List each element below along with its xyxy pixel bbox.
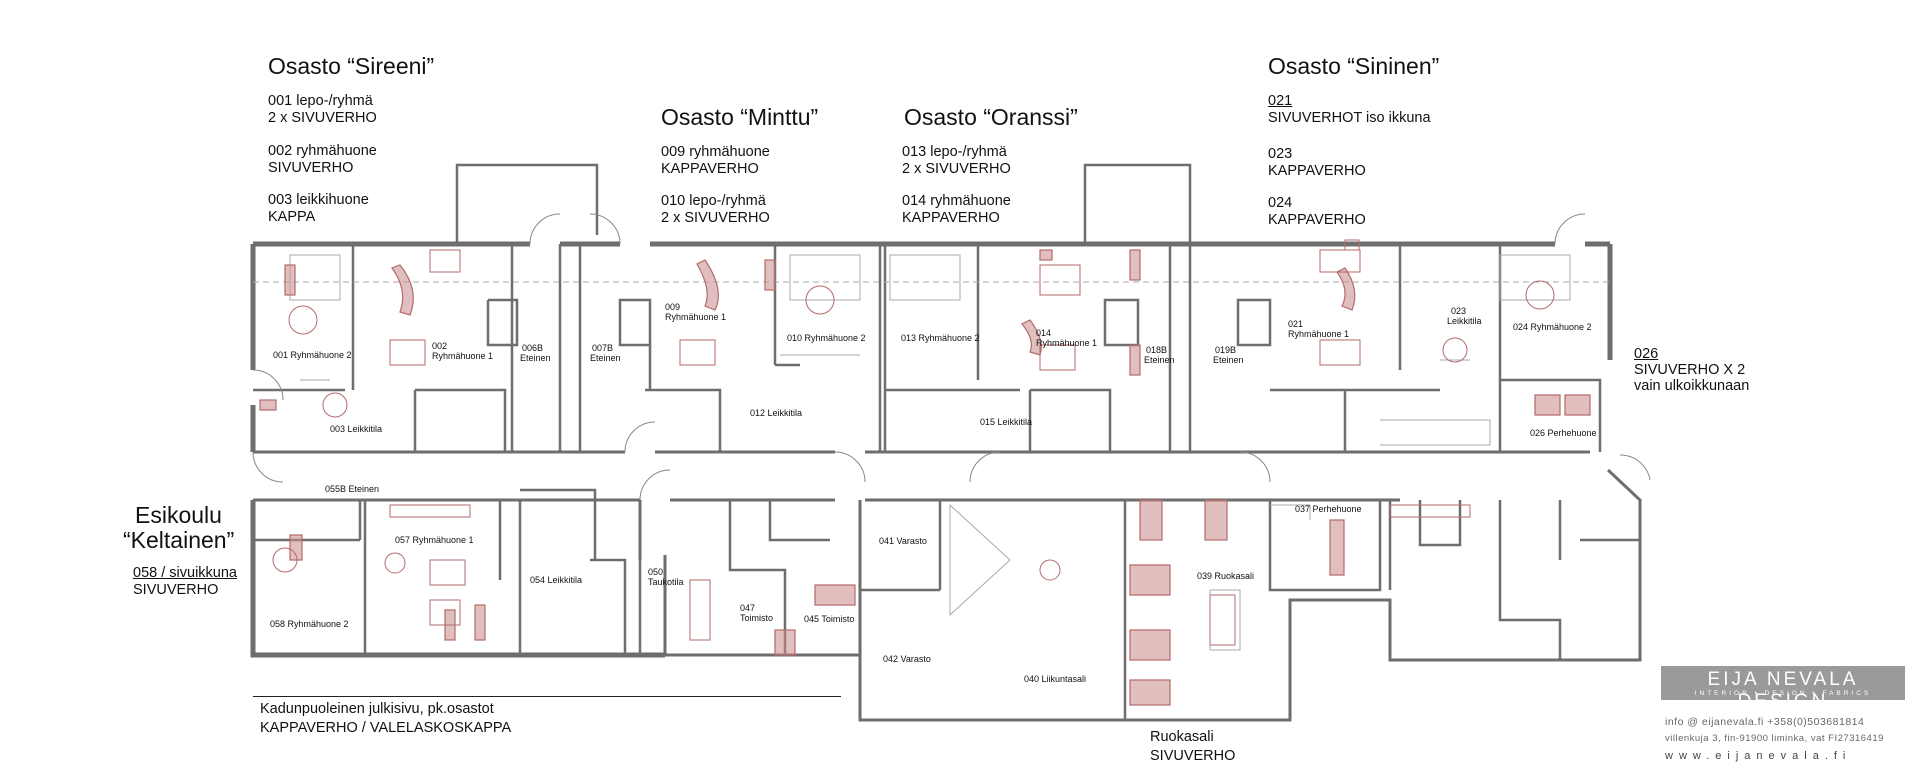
note-026-detail: vain ulkoikkunaan — [1634, 378, 1750, 394]
note-023-curtain: KAPPAVERHO — [1268, 163, 1366, 179]
note-009-room: 009 ryhmähuone — [661, 144, 770, 160]
room-045: 045 Toimisto — [804, 614, 855, 624]
brand-website: www.eijanevala.fi — [1665, 750, 1852, 762]
title-oranssi: Osasto “Oranssi” — [904, 104, 1078, 130]
room-047-name: Toimisto — [740, 613, 774, 623]
walls — [250, 163, 1642, 722]
room-037: 037 Perhehuone — [1295, 504, 1362, 514]
note-002-room: 002 ryhmähuone — [268, 143, 377, 159]
room-014-name: Ryhmähuone 1 — [1036, 338, 1098, 348]
room-014-num: 014 — [1036, 328, 1052, 338]
room-013: 013 Ryhmähuone 2 — [901, 333, 980, 343]
note-001-curtain: 2 x SIVUVERHO — [268, 110, 377, 126]
room-006b-name: Eteinen — [520, 353, 551, 363]
room-042: 042 Varasto — [883, 654, 931, 664]
room-007b-num: 007B — [592, 343, 614, 353]
room-041: 041 Varasto — [879, 536, 927, 546]
note-003-room: 003 leikkihuone — [268, 192, 369, 208]
note-024-curtain: KAPPAVERHO — [1268, 212, 1366, 228]
room-021-name: Ryhmähuone 1 — [1288, 329, 1350, 339]
note-058-room: 058 / sivuikkuna — [133, 565, 237, 581]
note-013-room: 013 lepo-/ryhmä — [902, 144, 1007, 160]
note-014-curtain: KAPPAVERHO — [902, 210, 1000, 226]
title-esikoulu: Esikoulu — [135, 502, 222, 528]
room-024: 024 Ryhmähuone 2 — [1513, 322, 1592, 332]
room-006b-num: 006B — [522, 343, 544, 353]
note-street-facade: Kadunpuoleinen julkisivu, pk.osastot — [260, 701, 494, 717]
room-009-num: 009 — [665, 302, 681, 312]
room-010: 010 Ryhmähuone 2 — [787, 333, 866, 343]
note-003-curtain: KAPPA — [268, 209, 316, 225]
title-keltainen: “Keltainen” — [123, 527, 235, 553]
room-001: 001 Ryhmähuone 2 — [273, 350, 352, 360]
room-023-num: 023 — [1451, 306, 1467, 316]
note-002-curtain: SIVUVERHO — [268, 160, 354, 176]
room-047-num: 047 — [740, 603, 756, 613]
room-050-name: Taukotila — [648, 577, 684, 587]
brand-logo: EIJA NEVALA DESIGN INTERIOR • DESIGN • F… — [1661, 666, 1905, 712]
brand-contact-address: villenkuja 3, fin-91900 liminka, vat FI2… — [1665, 733, 1884, 744]
door-arcs — [252, 213, 1651, 501]
note-014-room: 014 ryhmähuone — [902, 193, 1011, 209]
brand-tagline: INTERIOR • DESIGN • FABRICS — [1694, 690, 1872, 697]
room-018b-name: Eteinen — [1144, 355, 1175, 365]
street-divider — [253, 696, 841, 697]
note-ruokasali: Ruokasali — [1150, 729, 1214, 745]
room-007b-name: Eteinen — [590, 353, 621, 363]
room-012: 012 Leikkitila — [750, 408, 803, 418]
note-026-curtain: SIVUVERHO X 2 — [1634, 362, 1746, 378]
room-040: 040 Liikuntasali — [1024, 674, 1087, 684]
note-026-room: 026 — [1634, 346, 1659, 362]
room-002-name: Ryhmähuone 1 — [432, 351, 494, 361]
note-058-curtain: SIVUVERHO — [133, 582, 219, 598]
room-019b-num: 019B — [1215, 345, 1237, 355]
room-003: 003 Leikkitila — [330, 424, 383, 434]
room-054: 054 Leikkitila — [530, 575, 583, 585]
note-ruokasali-curtain: SIVUVERHO — [1150, 748, 1236, 764]
brand-contact-email-phone: info @ eijanevala.fi +358(0)503681814 — [1665, 716, 1865, 728]
note-013-curtain: 2 x SIVUVERHO — [902, 161, 1011, 177]
note-021-curtain: SIVUVERHOT iso ikkuna — [1268, 110, 1431, 126]
room-018b-num: 018B — [1146, 345, 1168, 355]
room-050-num: 050 — [648, 567, 664, 577]
room-055b: 055B Eteinen — [325, 484, 380, 494]
note-021-room: 021 — [1268, 93, 1293, 109]
note-001-room: 001 lepo-/ryhmä — [268, 93, 373, 109]
room-039: 039 Ruokasali — [1197, 571, 1255, 581]
room-002-num: 002 — [432, 341, 448, 351]
interior-walls — [253, 244, 1640, 720]
note-023-room: 023 — [1268, 146, 1293, 162]
room-058: 058 Ryhmähuone 2 — [270, 619, 349, 629]
room-021-num: 021 — [1288, 319, 1304, 329]
note-010-room: 010 lepo-/ryhmä — [661, 193, 766, 209]
room-057: 057 Ryhmähuone 1 — [395, 535, 474, 545]
note-009-curtain: KAPPAVERHO — [661, 161, 759, 177]
title-sireeni: Osasto “Sireeni” — [268, 53, 435, 79]
note-010-curtain: 2 x SIVUVERHO — [661, 210, 770, 226]
title-minttu: Osasto “Minttu” — [661, 104, 819, 130]
furniture-outlines — [272, 239, 1555, 646]
room-023-name: Leikkitila — [1447, 316, 1482, 326]
room-009-name: Ryhmähuone 1 — [665, 312, 727, 322]
room-015: 015 Leikkitila — [980, 417, 1033, 427]
note-024-room: 024 — [1268, 195, 1293, 211]
brand-name: EIJA NEVALA DESIGN — [1707, 669, 1859, 712]
title-sininen: Osasto “Sininen” — [1268, 53, 1440, 79]
room-019b-name: Eteinen — [1213, 355, 1244, 365]
note-street-curtain: KAPPAVERHO / VALELASKOSKAPPA — [260, 720, 512, 736]
room-026: 026 Perhehuone — [1530, 428, 1597, 438]
